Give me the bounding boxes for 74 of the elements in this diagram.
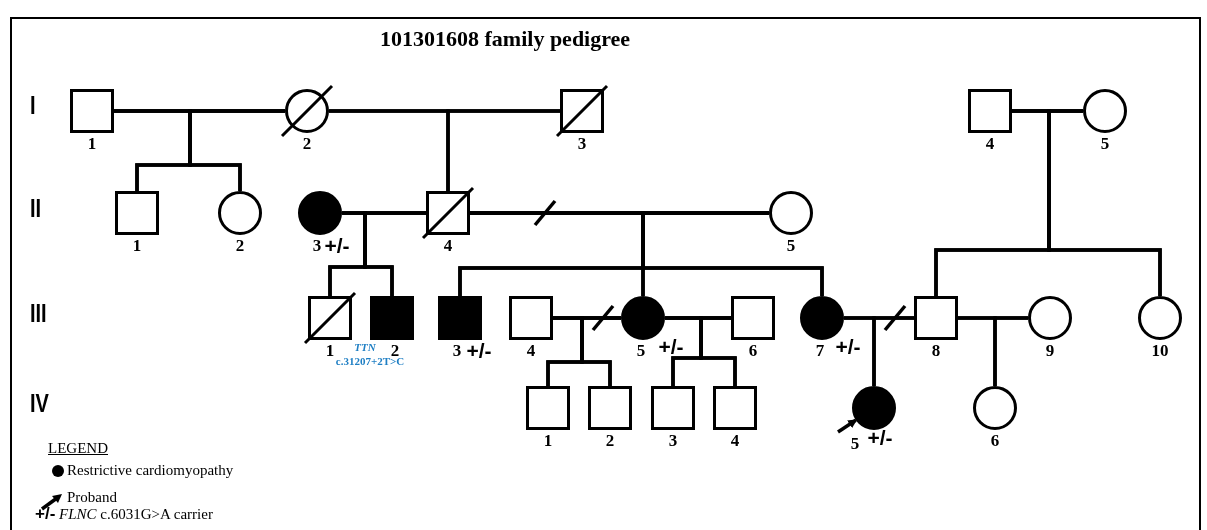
male-symbol — [509, 296, 553, 340]
male-symbol — [914, 296, 958, 340]
individual-number: 4 — [526, 342, 536, 359]
female-symbol — [298, 191, 342, 235]
legend-heading: LEGEND — [48, 440, 108, 457]
individual-number: 5 — [1100, 135, 1110, 152]
female-symbol — [1028, 296, 1072, 340]
individual-number: 9 — [1045, 342, 1055, 359]
descent-line — [699, 316, 737, 386]
generation-label: III — [30, 301, 47, 326]
individual-number: 1 — [543, 432, 553, 449]
descent-line — [363, 211, 426, 296]
descent-line — [1047, 109, 1162, 296]
carrier-sign: +/- — [835, 336, 861, 357]
title: 101301608 family pedigree — [380, 26, 631, 52]
male-symbol — [370, 296, 414, 340]
descent-line — [580, 316, 621, 386]
male-symbol — [70, 89, 114, 133]
carrier-sign: +/- — [867, 427, 893, 448]
individual-number: 6 — [990, 432, 1000, 449]
female-symbol — [218, 191, 262, 235]
legend-text: Restrictive cardiomyopathy — [67, 462, 234, 479]
female-symbol — [800, 296, 844, 340]
individual-number: 2 — [390, 342, 400, 359]
legend-text: Proband — [67, 488, 117, 506]
descent-line — [641, 211, 824, 296]
individual-number: 7 — [815, 342, 825, 359]
individual-number: 4 — [443, 237, 453, 254]
female-symbol — [769, 191, 813, 235]
female-symbol — [1083, 89, 1127, 133]
individual-number: 3 — [577, 135, 587, 152]
individual-number: 1 — [325, 342, 335, 359]
male-symbol — [713, 386, 757, 430]
individual-number: 3 — [452, 342, 462, 359]
proband-arrow — [837, 418, 858, 434]
carrier-sign: +/- — [658, 336, 684, 357]
individual-number: 8 — [931, 342, 941, 359]
individual-number: 3 — [312, 237, 322, 254]
individual-number: 2 — [302, 135, 312, 152]
generation-label: II — [30, 196, 42, 221]
individual-number: 1 — [87, 135, 97, 152]
individual-number: 4 — [985, 135, 995, 152]
female-symbol — [621, 296, 665, 340]
female-symbol — [852, 386, 896, 430]
generation-label: IV — [30, 391, 49, 416]
male-symbol — [651, 386, 695, 430]
male-symbol — [968, 89, 1012, 133]
descent-line — [446, 109, 560, 191]
legend-text: +/- FLNC c.6031G>A carrier — [35, 504, 213, 524]
male-symbol — [438, 296, 482, 340]
carrier-sign: +/- — [324, 235, 350, 256]
male-symbol — [526, 386, 570, 430]
individual-number: 2 — [235, 237, 245, 254]
individual-number: 2 — [605, 432, 615, 449]
individual-number: 4 — [730, 432, 740, 449]
descent-line — [993, 316, 1028, 386]
descent-line — [872, 316, 914, 386]
female-symbol — [973, 386, 1017, 430]
variant-text: c.31207+2T>C — [335, 356, 405, 367]
female-symbol — [1138, 296, 1182, 340]
individual-number: 6 — [748, 342, 758, 359]
individual-number: 5 — [850, 435, 860, 452]
male-symbol — [115, 191, 159, 235]
carrier-sign: +/- — [466, 340, 492, 361]
generation-label: I — [30, 93, 36, 118]
individual-number: 3 — [668, 432, 678, 449]
individual-number: 5 — [636, 342, 646, 359]
individual-number: 5 — [786, 237, 796, 254]
male-symbol — [588, 386, 632, 430]
male-symbol — [731, 296, 775, 340]
gene-name: TTN — [354, 342, 376, 353]
individual-number: 10 — [1151, 342, 1169, 359]
individual-number: 1 — [132, 237, 142, 254]
descent-line — [188, 109, 285, 191]
